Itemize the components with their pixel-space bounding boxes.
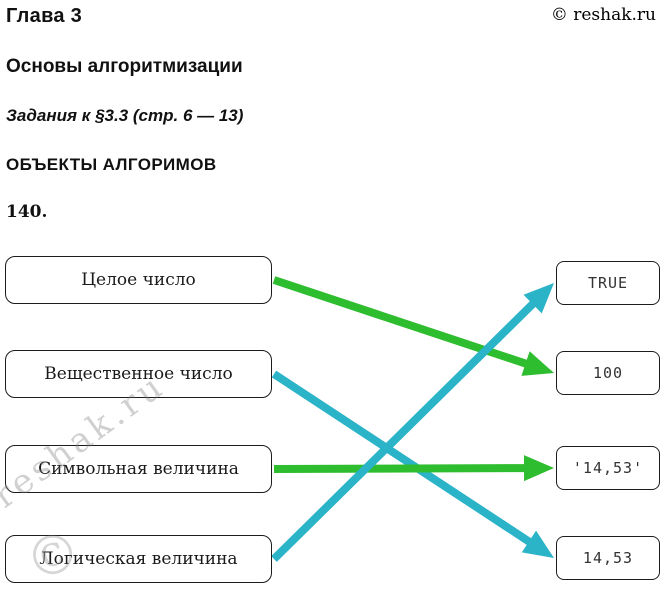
right-item-true: TRUE <box>556 261 660 305</box>
left-item-integer: Целое число <box>5 256 272 304</box>
site-copyright: © reshak.ru <box>550 5 656 25</box>
page-header: Глава 3 © reshak.ru <box>0 0 664 28</box>
left-item-symbolic: Символьная величина <box>5 445 272 493</box>
book-subtitle: Основы алгоритмизации <box>6 56 243 77</box>
right-item-100: 100 <box>556 351 660 395</box>
chapter-title: Глава 3 <box>6 5 83 27</box>
section-title: Задания к §3.3 (стр. 6 — 13) <box>6 106 244 125</box>
matching-diagram: Целое число Вещественное число Символьна… <box>0 246 664 598</box>
task-number: 140. <box>6 202 48 222</box>
topic-title: ОБЪЕКТЫ АЛГОРИМОВ <box>6 155 217 174</box>
left-item-logical: Логическая величина <box>5 535 272 583</box>
left-item-real: Вещественное число <box>5 350 272 398</box>
right-item-quoted-1453: '14,53' <box>556 446 660 490</box>
right-item-1453: 14,53 <box>556 536 660 580</box>
